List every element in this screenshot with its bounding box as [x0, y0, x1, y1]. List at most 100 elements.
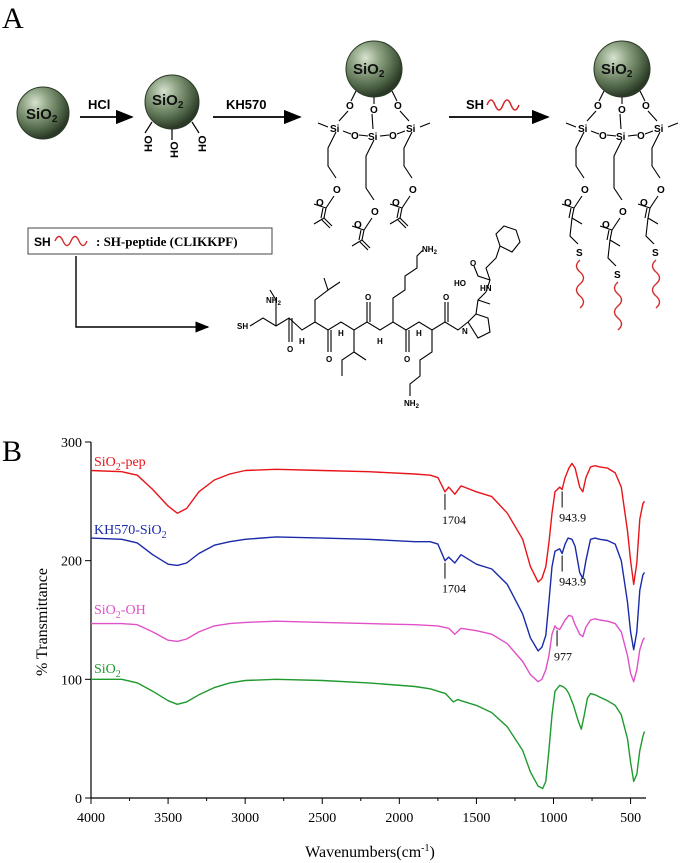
pep-ho: HO: [454, 279, 466, 288]
ester-oxygen-label: O: [657, 185, 665, 196]
arrow-to-peptide: [75, 256, 210, 333]
series-name-sub: 2: [162, 530, 167, 541]
peak-label: 977: [554, 649, 572, 663]
silicon-atom-label: Si: [330, 124, 340, 135]
sio2-text: SiO: [353, 61, 379, 78]
sio2-label-2: SiO2: [152, 92, 184, 111]
ester-oxygen-label: O: [409, 185, 417, 196]
peak-label: 1704: [442, 582, 466, 596]
sio2-label: SiO2: [353, 61, 385, 80]
peptide-legend-box: SH : SH-peptide (CLIKKPF): [27, 227, 273, 255]
sio2-label-1: SiO2: [26, 106, 58, 125]
propyl-chain: [599, 139, 623, 267]
series-line-2: [91, 614, 646, 683]
carbonyl-oxygen-label: O: [602, 220, 610, 231]
y-tick-label: 100: [61, 673, 82, 688]
legend-sh-label: SH: [34, 235, 51, 249]
legend-peptide-text: : SH-peptide (CLIKKPF): [96, 234, 238, 249]
y-tick-label: 0: [75, 792, 82, 807]
series-name-sub: 2: [116, 462, 121, 473]
x-tick-label: 1500: [462, 811, 490, 826]
pep-n-4: H: [416, 329, 422, 338]
panel-a-label: A: [2, 2, 24, 35]
oxygen-atom-label: O: [637, 131, 645, 142]
pep-hn: HN: [480, 284, 492, 293]
series-line-3: [91, 678, 646, 790]
panel-b-label: B: [2, 435, 22, 468]
y-tick-label: 300: [61, 436, 82, 451]
sio2-sphere-1: SiO2: [16, 86, 70, 140]
siloxane-bonds: [317, 90, 431, 137]
series-name: SiO: [94, 603, 116, 618]
series-label-0: SiO2-pep: [94, 455, 146, 473]
oxygen-atom-label: O: [370, 105, 378, 116]
sio2-sub: 2: [379, 69, 385, 80]
ester-oxygen-label: O: [581, 185, 589, 196]
pep-nh2-1: NH2: [266, 296, 282, 307]
pep-sh: SH: [237, 322, 248, 331]
peak-label: 1704: [442, 513, 466, 527]
propyl-chain: [351, 139, 375, 251]
x-tick-label: 4000: [77, 811, 105, 826]
oxygen-atom-label: O: [618, 105, 626, 116]
pep-o-6: O: [470, 259, 476, 268]
silicon-atom-label: Si: [368, 132, 378, 143]
peptide-wave-icon: [613, 281, 623, 331]
propyl-chain: [561, 131, 585, 245]
oxygen-atom-label: O: [394, 101, 402, 112]
silicon-atom-label: Si: [406, 124, 416, 135]
carbonyl-oxygen-label: O: [316, 198, 324, 209]
pep-o-1: O: [287, 345, 293, 354]
x-tick-label: 500: [620, 811, 641, 826]
pep-nh2-2: NH2: [422, 245, 438, 256]
sulfur-atom-label: S: [614, 270, 621, 281]
oh-label-1: HO: [143, 135, 155, 152]
ester-oxygen-label: O: [333, 185, 341, 196]
series-name-suffix: -pep: [121, 455, 146, 470]
x-tick-label: 2500: [308, 811, 336, 826]
ester-oxygen-label: O: [371, 207, 379, 218]
sulfur-atom-label: S: [652, 248, 659, 259]
series-label-2: SiO2-OH: [94, 603, 146, 621]
series-line-0: [90, 462, 646, 586]
oh-label-2: HO: [169, 141, 181, 158]
sio2-label: SiO2: [601, 61, 633, 80]
sio2-oh-sphere: SiO2 HO HO HO: [143, 74, 209, 158]
peptide-wave-icon: [486, 99, 520, 111]
series-name-suffix: -OH: [121, 603, 146, 618]
pep-nh-1: H: [299, 337, 305, 346]
oxygen-atom-label: O: [594, 101, 602, 112]
oxygen-atom-label: O: [599, 131, 607, 142]
carbonyl-oxygen-label: O: [392, 198, 400, 209]
carbonyl-oxygen-label: O: [354, 220, 362, 231]
peptide-atom-labels: SH NH2 O H O H O H NH2 O H NH2 O N HN HO…: [237, 245, 492, 410]
sulfur-atom-label: S: [576, 248, 583, 259]
pep-o-4: O: [404, 355, 410, 364]
propyl-chain: [637, 131, 661, 245]
oxygen-atom-label: O: [389, 131, 397, 142]
pep-o-2: O: [326, 355, 332, 364]
series-name-sub: 2: [116, 669, 121, 680]
step-hcl-label: HCl: [88, 97, 110, 112]
step-thiol-label: SH: [466, 97, 484, 112]
silicon-atom-label: Si: [578, 124, 588, 135]
x-axis-label: Wavenumbers(cm-1): [305, 843, 435, 861]
oh-label-3: HO: [197, 135, 209, 152]
series-label-3: SiO2: [94, 662, 121, 680]
y-axis-label: % Transmittance: [34, 568, 51, 676]
pep-o-5: O: [443, 293, 449, 302]
pep-n-2: H: [338, 329, 344, 338]
sio2-text: SiO: [601, 61, 627, 78]
ester-oxygen-label: O: [619, 207, 627, 218]
oxygen-atom-label: O: [351, 131, 359, 142]
series-label-1: KH570-SiO2: [94, 523, 167, 541]
oxygen-atom-label: O: [642, 101, 650, 112]
sio2-sub: 2: [627, 69, 633, 80]
chart-series: [90, 462, 646, 790]
x-tick-label: 1000: [540, 811, 568, 826]
